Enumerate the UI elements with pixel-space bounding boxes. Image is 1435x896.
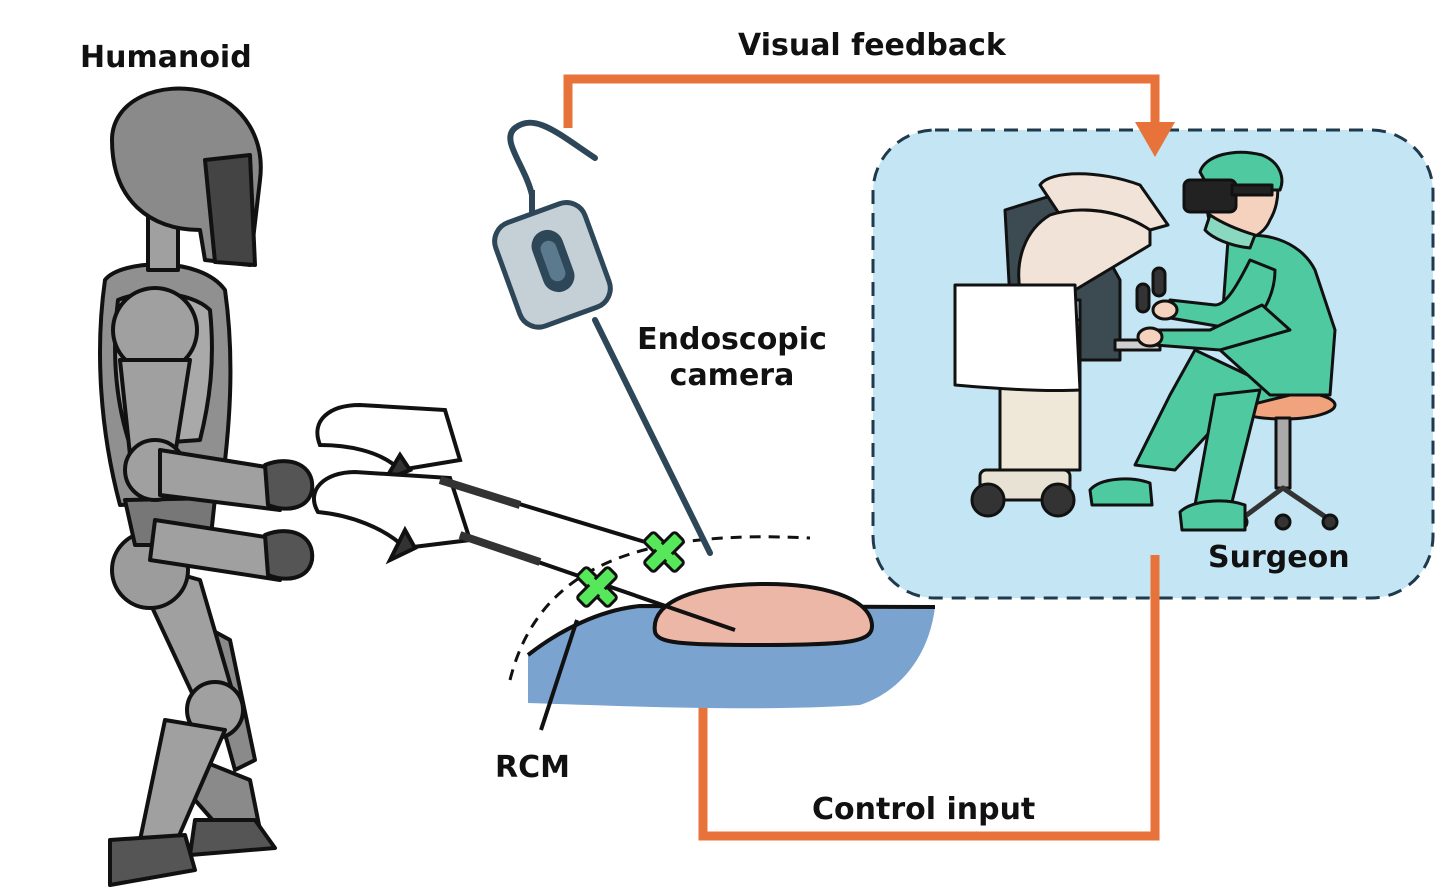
surgeon-label: Surgeon (1208, 540, 1350, 575)
rcm-cross-icon (576, 531, 685, 608)
humanoid-label: Humanoid (80, 40, 252, 75)
endoscopic-camera-label-line1: Endoscopic (637, 322, 827, 357)
control-input-label: Control input (812, 792, 1036, 827)
endoscopic-camera-label-line2: camera (669, 358, 795, 393)
humanoid-robot-figure (98, 86, 315, 887)
surgeon-figure (1088, 150, 1339, 532)
visual-feedback-label: Visual feedback (738, 28, 1006, 63)
rcm-arc (508, 535, 811, 681)
endoscope-camera-icon (492, 119, 713, 556)
organ (652, 581, 874, 648)
surgical-instruments (311, 402, 736, 632)
visual-feedback-arrow (563, 74, 1175, 157)
surgical-console-icon (953, 172, 1170, 518)
endoscopic-camera-label: Endoscopic camera (632, 322, 832, 394)
rcm-label: RCM (495, 750, 570, 785)
rcm-pointer-line (539, 619, 579, 731)
